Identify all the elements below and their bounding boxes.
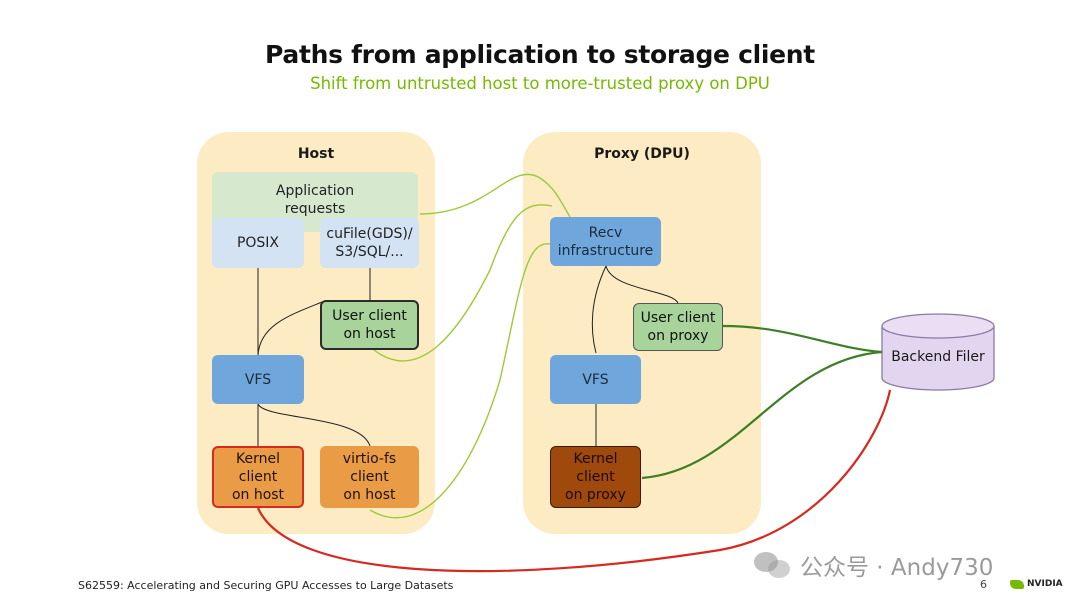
posix-box: POSIX	[212, 218, 304, 268]
user-client-on-proxy-box: User client on proxy	[633, 303, 723, 351]
host-vfs-box: VFS	[212, 355, 304, 404]
watermark: 公众号 · Andy730	[754, 548, 993, 582]
kernel-client-on-proxy-box: Kernel client on proxy	[550, 446, 641, 508]
wechat-icon	[754, 550, 794, 580]
virtio-fs-client-box: virtio-fs client on host	[320, 446, 419, 508]
proxy-panel-title: Proxy (DPU)	[594, 146, 690, 162]
host-panel-title: Host	[297, 146, 335, 162]
user-client-on-host-box: User client on host	[320, 300, 419, 350]
recv-infrastructure-box: Recv infrastructure	[550, 217, 661, 266]
footer-text: S62559: Accelerating and Securing GPU Ac…	[78, 579, 454, 592]
proxy-vfs-box: VFS	[550, 355, 641, 404]
nvidia-logo-text: NVIDIA	[1027, 579, 1063, 589]
kernel-client-on-host-box: Kernel client on host	[212, 446, 304, 508]
page-subtitle: Shift from untrusted host to more-truste…	[310, 74, 770, 93]
watermark-text: 公众号 · Andy730	[800, 555, 994, 581]
nvidia-logo: NVIDIA	[1010, 579, 1063, 589]
backend-filer-label: Backend Filer	[891, 349, 985, 365]
nvidia-eye-icon	[1010, 579, 1024, 589]
page-title: Paths from application to storage client	[265, 40, 815, 69]
page-number: 6	[980, 578, 987, 591]
cufile-box: cuFile(GDS)/ S3/SQL/...	[320, 218, 419, 268]
